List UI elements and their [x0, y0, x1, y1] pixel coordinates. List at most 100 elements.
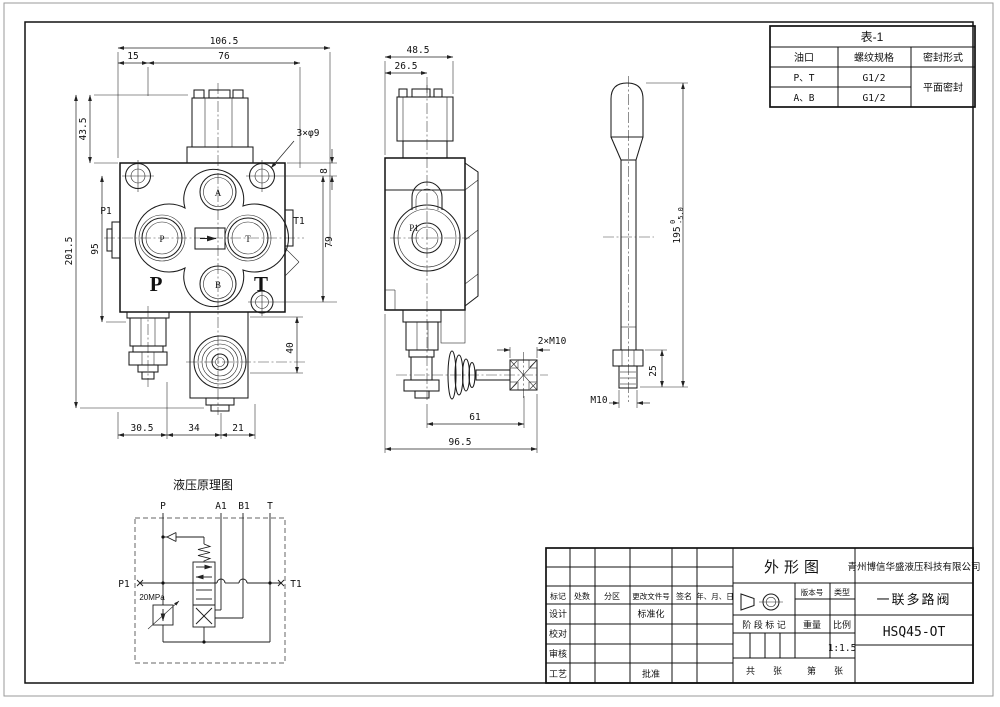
scale-value: 1:1.5 — [828, 643, 857, 654]
side-p1-label: P1 — [409, 223, 419, 233]
p1-port-side — [393, 181, 461, 272]
relief-valve-symbol — [147, 600, 180, 642]
t1-boss-front — [284, 209, 300, 277]
dim-25: 25 — [648, 365, 659, 376]
dim-195-upper-tol: 0 — [669, 220, 677, 224]
bottom-block-front — [189, 311, 249, 412]
lever-dimensions — [609, 82, 688, 408]
spring-symbol — [197, 543, 212, 562]
sheet-number-label: 第 张 — [807, 665, 843, 676]
dim-48-5: 48.5 — [407, 45, 430, 56]
check-valve-symbol — [163, 532, 205, 544]
company-name: 青州博信华盛液压科技有限公司 — [847, 561, 980, 573]
front-t1-label: T1 — [293, 216, 305, 227]
schematic-port-p: P — [160, 501, 166, 512]
mounting-hole-top-left — [122, 160, 154, 192]
table1-row2-port: A、B — [794, 93, 815, 104]
flow-arrow-box — [194, 227, 226, 250]
total-sheets-label: 共 张 — [746, 666, 782, 676]
schematic-port-a1: A1 — [215, 501, 227, 512]
drawing-name: 外形图 — [764, 559, 824, 576]
dim-95: 95 — [90, 243, 101, 254]
plug-mark-p1 — [136, 579, 144, 587]
lever-handle — [610, 82, 644, 389]
mark-label: 标记 — [550, 591, 566, 601]
process-label: 工艺 — [549, 669, 567, 679]
dim-34: 34 — [188, 423, 200, 434]
dim-2xm10: 2×M10 — [538, 336, 567, 347]
title-block: 外形图 青州博信华盛液压科技有限公司 一联多路阀 HSQ45-OT 版本号 类型… — [545, 547, 981, 684]
port-b-label: B — [215, 280, 221, 290]
design-label: 设计 — [549, 608, 567, 619]
dim-79: 79 — [324, 236, 335, 248]
dim-76: 76 — [218, 51, 230, 62]
dim-21: 21 — [232, 423, 244, 434]
schematic-title: 液压原理图 — [173, 477, 233, 492]
body-p-letter: P — [150, 272, 163, 296]
port-a-label: A — [215, 188, 222, 198]
schematic-port-p1: P1 — [118, 579, 130, 590]
side-view: 48.5 26.5 2×M10 61 96.5 P1 — [384, 45, 567, 453]
change-doc-label: 更改文件号 — [632, 591, 670, 601]
schematic-pressure: 20MPa — [139, 593, 165, 602]
type-label: 类型 — [834, 587, 850, 597]
model-number: HSQ45-OT — [883, 625, 946, 640]
weight-label: 重量 — [803, 619, 821, 630]
table1-row2-thread: G1/2 — [863, 93, 886, 104]
lever-m10-label: M10 — [590, 395, 607, 406]
hydraulic-schematic: 液压原理图 — [118, 477, 302, 664]
review-label: 审核 — [549, 648, 567, 659]
zone-label: 分区 — [604, 592, 620, 601]
table1-seal-value: 平面密封 — [923, 81, 963, 94]
dim-195-lower-tol: -5.0 — [677, 207, 685, 224]
port-t-label: T — [245, 234, 251, 244]
side-view-dimensions — [384, 55, 550, 453]
dim-30-5: 30.5 — [131, 423, 154, 434]
front-view: 106.5 15 76 43.5 95 201.5 3×φ9 8 79 40 3… — [64, 36, 337, 439]
plug-mark-t1 — [277, 579, 285, 587]
valve-body-side — [384, 157, 479, 311]
dim-43-5: 43.5 — [78, 118, 89, 141]
table1-row1-port: P、T — [794, 73, 815, 84]
table1-title: 表-1 — [861, 30, 884, 44]
directional-valve-symbol — [192, 561, 216, 628]
body-t-letter: T — [254, 272, 268, 296]
adjust-screw-front — [126, 311, 170, 380]
date-label: 年、月、日 — [696, 591, 734, 601]
dim-61: 61 — [469, 412, 481, 423]
schematic-port-t: T — [267, 501, 273, 512]
dim-26-5: 26.5 — [395, 61, 418, 72]
p1-boss-front — [106, 221, 121, 259]
spool-boot-clevis — [447, 350, 538, 400]
dim-lever-length: 195 0 -5.0 — [669, 207, 685, 243]
table1-header-seal: 密封形式 — [923, 51, 963, 64]
approve-label: 批准 — [642, 668, 660, 679]
sheet-frame — [3, 2, 994, 697]
clover-outline — [134, 168, 289, 308]
stage-mark-label: 阶 段 标 记 — [742, 619, 786, 630]
table1-header-port: 油口 — [794, 51, 814, 64]
port-p-circle — [138, 214, 186, 262]
dim-holes-callout: 3×φ9 — [297, 128, 320, 139]
schematic-port-b1: B1 — [238, 501, 250, 512]
scale-label: 比例 — [833, 619, 851, 630]
dim-8: 8 — [319, 168, 330, 174]
bottom-stack-side — [402, 309, 466, 399]
relief-cap-front — [186, 89, 254, 164]
product-name: 一联多路阀 — [876, 592, 951, 607]
dim-96-5: 96.5 — [449, 437, 472, 448]
schematic-port-t1: T1 — [290, 579, 302, 590]
front-view-dimensions — [74, 46, 337, 439]
table1-row1-thread: G1/2 — [863, 73, 886, 84]
port-p-label: P — [159, 234, 164, 244]
dim-overall-width: 106.5 — [210, 36, 239, 47]
standardization-label: 标准化 — [637, 608, 664, 619]
version-label: 版本号 — [801, 587, 824, 597]
dim-15: 15 — [127, 51, 138, 62]
table1-header-thread: 螺纹规格 — [854, 51, 894, 64]
projection-symbol — [740, 593, 783, 611]
dim-overall-height: 201.5 — [64, 237, 75, 266]
front-p1-label: P1 — [100, 206, 112, 217]
port-a-circle — [199, 173, 237, 211]
